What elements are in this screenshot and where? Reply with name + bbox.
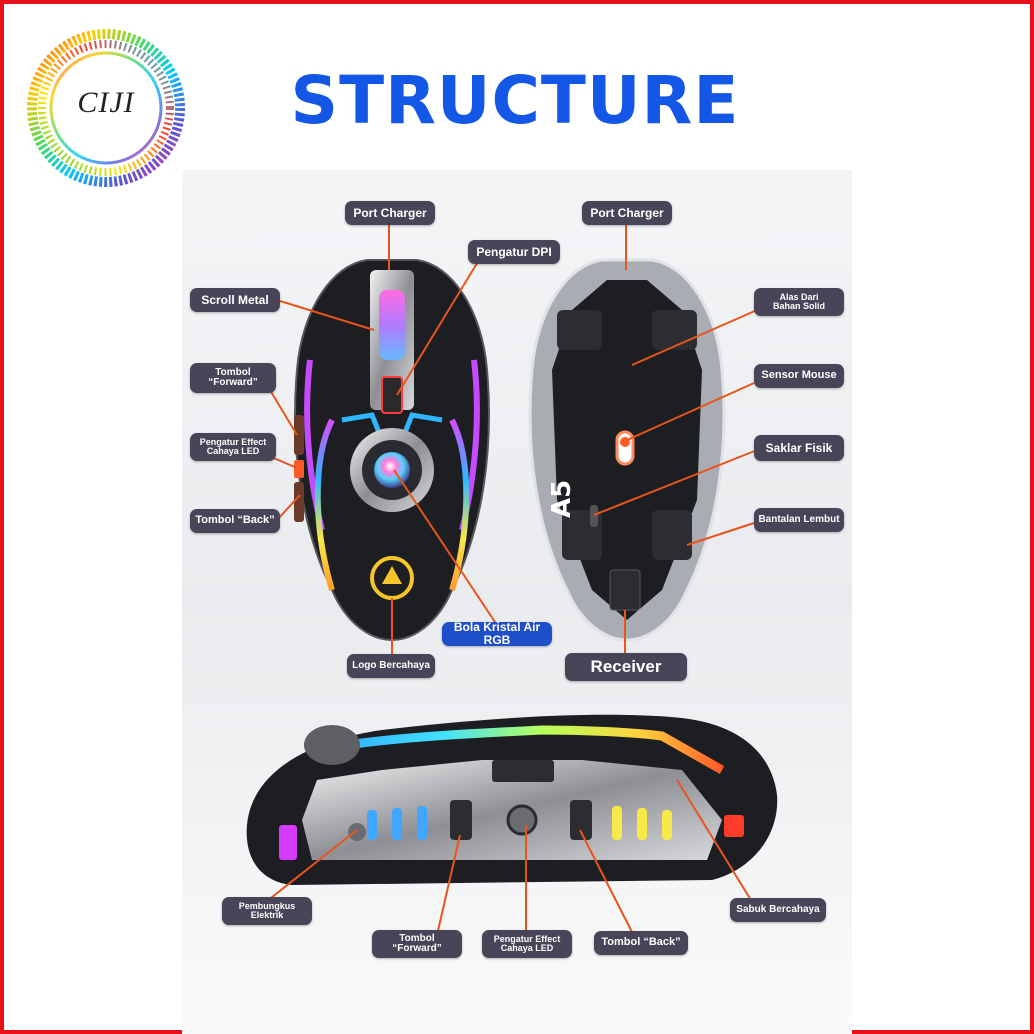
tag-bola-kristal: Bola Kristal Air RGB xyxy=(442,621,552,646)
mouse-illustration: A5 xyxy=(182,170,852,1034)
page-title: STRUCTURE xyxy=(290,62,740,139)
model-label: A5 xyxy=(547,480,577,518)
tag-port-charger-bottom: Port Charger xyxy=(582,201,672,225)
tag-sabuk-bercahaya: Sabuk Bercahaya xyxy=(730,898,826,922)
ciji-logo: CIJI xyxy=(22,24,190,192)
tag-tombol-back-side: Tombol “Back” xyxy=(594,931,688,955)
leader-lines xyxy=(261,222,758,936)
tag-saklar-fisik: Saklar Fisik xyxy=(754,435,844,461)
tag-tombol-forward-top: Tombol “Forward” xyxy=(190,363,276,393)
tag-receiver: Receiver xyxy=(565,653,687,681)
tag-sensor-mouse: Sensor Mouse xyxy=(754,364,844,388)
tag-tombol-forward-side: Tombol “Forward” xyxy=(372,930,462,958)
tag-pengatur-effect-side: Pengatur Effect Cahaya LED xyxy=(482,930,572,958)
tag-pembungkus-elektrik: Pembungkus Elektrik xyxy=(222,897,312,925)
tag-pengatur-dpi: Pengatur DPI xyxy=(468,240,560,264)
tag-logo-bercahaya: Logo Bercahaya xyxy=(347,654,435,678)
tag-port-charger-top: Port Charger xyxy=(345,201,435,225)
mouse-side-view xyxy=(246,714,778,885)
logo-text: CIJI xyxy=(77,86,135,119)
mouse-top-view xyxy=(294,259,490,642)
tag-pengatur-effect-top: Pengatur Effect Cahaya LED xyxy=(190,433,276,461)
tag-alas-dari: Alas Dari Bahan Solid xyxy=(754,288,844,316)
tag-scroll-metal: Scroll Metal xyxy=(190,288,280,312)
mouse-bottom-view: A5 xyxy=(528,258,726,642)
tag-tombol-back-top: Tombol “Back” xyxy=(190,509,280,533)
tag-bantalan-lembut: Bantalan Lembut xyxy=(754,508,844,532)
product-image-panel: A5 xyxy=(182,170,852,1034)
rainbow-ring-icon xyxy=(27,29,185,187)
